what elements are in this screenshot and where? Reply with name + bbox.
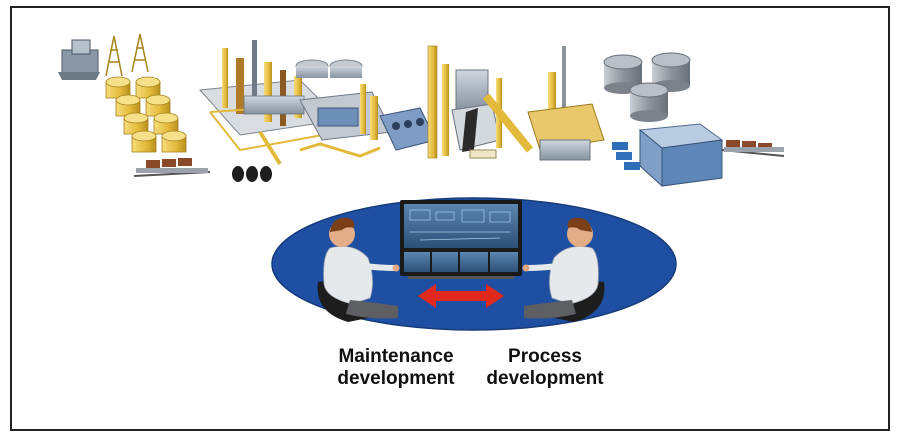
truck-wheels: [232, 166, 272, 182]
operator-right: [522, 217, 605, 322]
sub-display: [490, 252, 518, 272]
storage-domes: [295, 59, 363, 78]
storage-tanks: [105, 76, 187, 153]
sub-display: [404, 252, 430, 272]
rail-cars: [721, 140, 785, 157]
oil-derrick-icon: [105, 35, 123, 77]
silos: [603, 52, 691, 122]
operator-left: [317, 217, 400, 322]
process-module: [299, 84, 393, 158]
label-line: Maintenance: [338, 346, 454, 367]
main-display: [404, 204, 518, 248]
process-development-label: Process development: [480, 346, 610, 390]
rail-cars: [133, 158, 211, 177]
stack-rack-unit: [527, 46, 605, 161]
maintenance-development-label: Maintenance development: [326, 346, 466, 390]
sub-display: [432, 252, 458, 272]
warehouse-building: [638, 123, 724, 188]
label-line: development: [337, 368, 455, 389]
label-line: development: [486, 368, 604, 389]
tanker-trucks: [612, 142, 640, 170]
cooling-unit: [379, 107, 437, 151]
wellhead-unit: [58, 39, 100, 80]
label-line: Process: [508, 346, 582, 367]
oil-derrick-icon: [131, 33, 149, 73]
video-wall: [400, 200, 522, 279]
sub-display: [460, 252, 488, 272]
distillation-towers: [427, 45, 534, 159]
double-arrow-icon: [418, 284, 504, 308]
